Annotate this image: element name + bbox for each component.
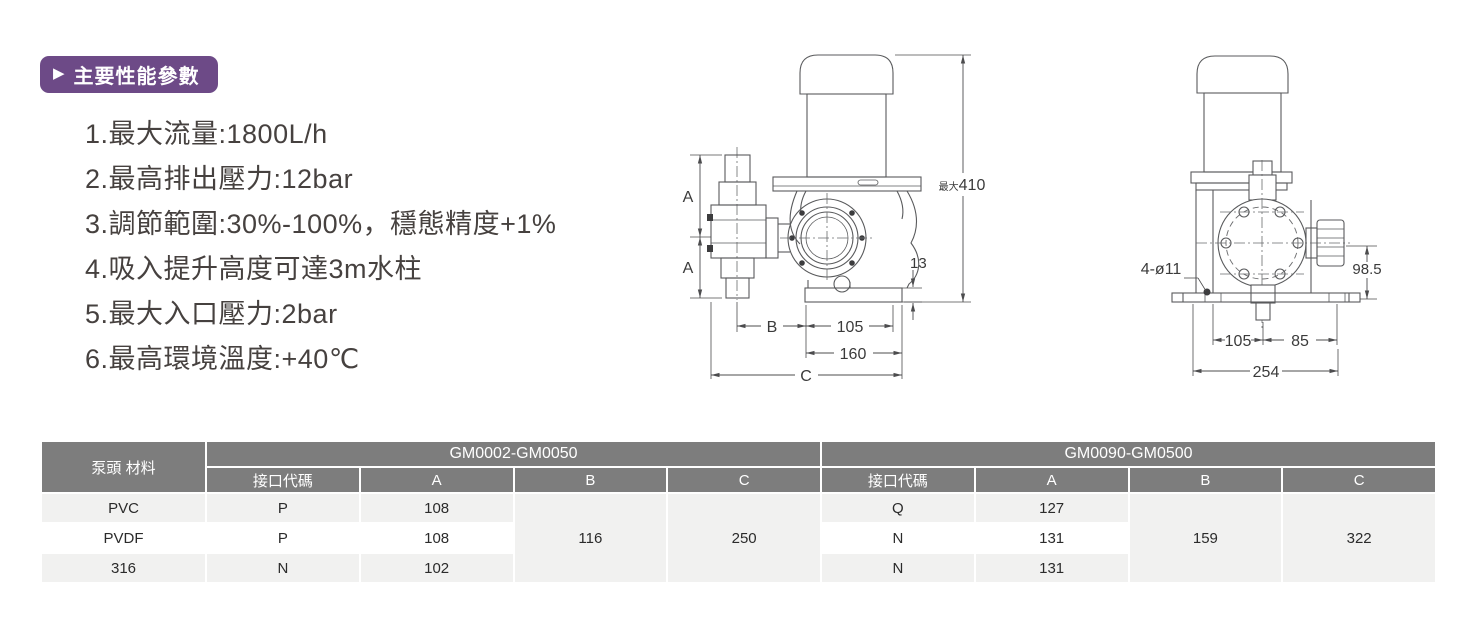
group-header-gm0090: GM0090-GM0500: [822, 442, 1435, 466]
cell-g1-code: N: [207, 554, 359, 582]
subheader-g2-a: A: [975, 468, 1128, 492]
dim-label-85: 85: [1291, 333, 1309, 350]
valve-connector: [765, 217, 779, 259]
group-header-gm0002: GM0002-GM0050: [207, 442, 820, 466]
cell-g2-a: 131: [975, 554, 1128, 582]
cell-g1-a: 108: [360, 494, 513, 522]
dimension-table: 泵頭 材料 GM0002-GM0050 GM0090-GM0500 接口代碼 A…: [40, 440, 1437, 584]
table-row-316: 316 N 102 N 131: [42, 554, 1435, 582]
play-icon: ▶: [53, 65, 65, 82]
dim-label-13: 13: [910, 255, 927, 272]
cell-g2-a: 127: [975, 494, 1128, 522]
section-title: 主要性能參數: [73, 66, 200, 88]
spec-item-6: 6.最高環境溫度:+40℃: [85, 344, 360, 374]
dim-label-105: 105: [837, 319, 864, 336]
col-header-material: 泵頭 材料: [42, 442, 205, 492]
cell-g2-code: N: [822, 524, 974, 552]
subheader-g2-b: B: [1129, 468, 1282, 492]
base-plate: [1171, 292, 1361, 303]
cell-g1-c-merged: 250: [668, 494, 820, 582]
cell-g2-b-merged: 159: [1129, 494, 1282, 582]
dim-label-max-height: 最大410: [939, 177, 986, 194]
cell-g2-code: Q: [822, 494, 974, 522]
cell-g1-code: P: [207, 524, 359, 552]
discharge-valve: [1248, 174, 1277, 201]
adjustment-knob: [1316, 219, 1345, 267]
base-plate: [804, 287, 903, 303]
dim-label-985: 98.5: [1352, 261, 1381, 278]
dim-label-a-upper: A: [683, 189, 694, 206]
spec-item-2: 2.最高排出壓力:12bar: [85, 164, 354, 194]
dim-label-160: 160: [840, 346, 867, 363]
dim-label-c: C: [800, 368, 812, 385]
table-row-pvc: PVC P 108 116 250 Q 127 159 322: [42, 494, 1435, 582]
cell-g2-a: 131: [975, 524, 1128, 552]
dim-label-holes: 4-ø11: [1141, 261, 1182, 278]
motor-flange: [1190, 171, 1293, 184]
spec-item-4: 4.吸入提升高度可達3m水柱: [85, 254, 423, 284]
subheader-g2-code: 接口代碼: [822, 468, 974, 492]
motor-cap: [1196, 55, 1289, 94]
dim-label-254: 254: [1253, 364, 1280, 381]
motor-cap: [799, 54, 894, 95]
valve-body: [710, 204, 767, 259]
pump-side-view-drawing: 最大410 A A B 105 160 C 13: [683, 54, 986, 385]
section-badge: ▶ 主要性能參數: [40, 56, 218, 93]
motor-body: [1203, 92, 1282, 173]
subheader-g1-a: A: [360, 468, 513, 492]
motor-flange: [772, 176, 922, 192]
subheader-g1-code: 接口代碼: [207, 468, 359, 492]
spec-item-1: 1.最大流量:1800L/h: [85, 119, 328, 149]
cell-g1-code: P: [207, 494, 359, 522]
cell-material: 316: [42, 554, 205, 582]
cell-g1-a: 102: [360, 554, 513, 582]
table-row-pvdf: PVDF P 108 N 131: [42, 524, 1435, 552]
pump-front-view-drawing: 4-ø11 98.5 105 85 254: [1141, 55, 1382, 381]
cell-g2-c-merged: 322: [1283, 494, 1435, 582]
drain-port: [833, 275, 851, 293]
dim-label-b: B: [767, 319, 778, 336]
spec-item-3: 3.調節範圍:30%-100%，穩態精度+1%: [85, 209, 557, 239]
performance-spec-list: 1.最大流量:1800L/h 2.最高排出壓力:12bar 3.調節範圍:30%…: [85, 112, 556, 382]
cell-material: PVDF: [42, 524, 205, 552]
subheader-g1-b: B: [514, 468, 667, 492]
cell-g2-code: N: [822, 554, 974, 582]
dim-label-a-lower: A: [683, 260, 694, 277]
subheader-g2-c: C: [1283, 468, 1435, 492]
subheader-g1-c: C: [668, 468, 820, 492]
suction-valve: [1250, 284, 1276, 304]
valve-top-pipe: [724, 154, 751, 183]
cell-g1-a: 108: [360, 524, 513, 552]
cell-material: PVC: [42, 494, 205, 522]
mounting-hole: [1203, 288, 1211, 296]
dim-label-105: 105: [1225, 333, 1252, 350]
motor-body: [806, 93, 887, 178]
spec-item-5: 5.最大入口壓力:2bar: [85, 299, 338, 329]
cell-g1-b-merged: 116: [514, 494, 667, 582]
